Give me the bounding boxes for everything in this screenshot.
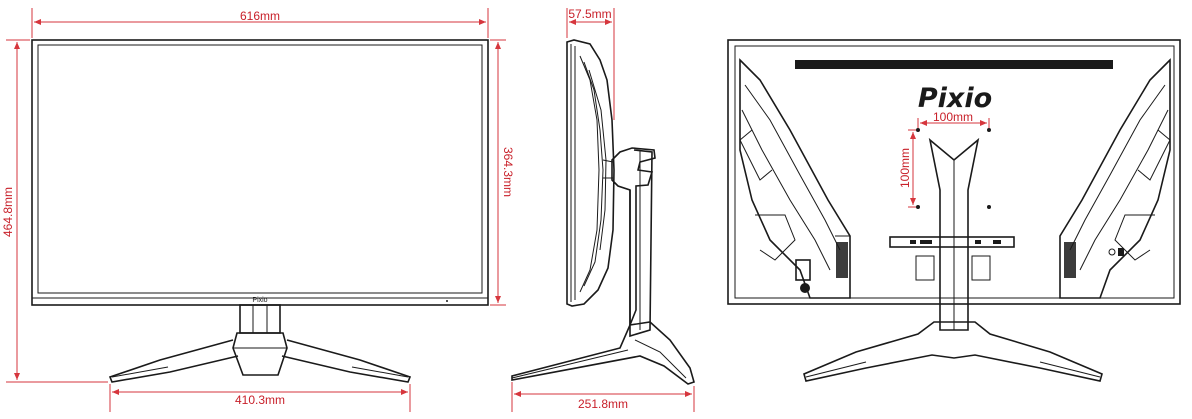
- dimension-vesa-horizontal: 100mm: [917, 110, 990, 128]
- back-power-port-icon: [800, 283, 810, 293]
- dimension-front-base-width-label: 410.3mm: [235, 393, 285, 407]
- vesa-hole-top-left: [916, 128, 920, 132]
- dimension-vesa-vertical: 100mm: [898, 129, 916, 208]
- front-monitor-frame: [31, 39, 489, 306]
- back-lock-slot-icon: [1108, 248, 1116, 256]
- side-panel-profile: [566, 39, 615, 307]
- dimension-front-total-height-label: 464.8mm: [1, 187, 15, 237]
- back-stand-base: [803, 321, 1103, 382]
- dimension-front-base-width: 410.3mm: [109, 384, 411, 412]
- front-view: Pixio 616mm 464.8mm: [1, 8, 515, 412]
- front-stand-base: [108, 332, 412, 383]
- dimension-front-width-label: 616mm: [240, 9, 280, 23]
- back-vent-strip: [795, 60, 1113, 69]
- back-audio-port-icon: [993, 240, 1001, 244]
- back-displayport-icon: [920, 240, 932, 244]
- front-stand-neck: [239, 304, 281, 334]
- vesa-hole-bottom-right: [987, 205, 991, 209]
- dimension-side-depth: 57.5mm: [566, 7, 615, 120]
- back-vesa-mount: [916, 128, 991, 209]
- side-view: 57.5mm 251.8mm: [511, 7, 695, 412]
- back-brand-logo: Pixio: [918, 83, 992, 114]
- front-bezel-logo: Pixio: [252, 297, 267, 304]
- dimension-side-depth-label: 57.5mm: [568, 7, 611, 21]
- vesa-hole-top-right: [987, 128, 991, 132]
- back-left-wing: [739, 58, 851, 299]
- dimension-side-base-depth: 251.8mm: [511, 382, 695, 412]
- back-stand-column: [928, 137, 980, 331]
- back-right-wing: [1059, 58, 1171, 299]
- back-io-port-panel: [889, 236, 1015, 281]
- dimension-vesa-horizontal-label: 100mm: [933, 110, 973, 124]
- dimension-front-panel-height: 364.3mm: [490, 39, 515, 306]
- dimension-front-total-height: 464.8mm: [1, 39, 108, 383]
- back-usb-port-icon: [975, 240, 981, 244]
- side-stand-column: [611, 147, 656, 338]
- dimension-front-panel-height-label: 364.3mm: [501, 147, 515, 197]
- dimension-side-base-depth-label: 251.8mm: [578, 397, 628, 411]
- back-view: Pixio: [727, 39, 1181, 382]
- side-stand-base: [511, 321, 695, 385]
- dimension-vesa-vertical-label: 100mm: [898, 148, 912, 188]
- vesa-hole-bottom-left: [916, 205, 920, 209]
- dimension-front-width: 616mm: [31, 8, 489, 38]
- back-security-lock-icon: [1118, 248, 1124, 256]
- back-hdmi-port-icon: [910, 240, 916, 244]
- front-screen-panel: [37, 44, 483, 294]
